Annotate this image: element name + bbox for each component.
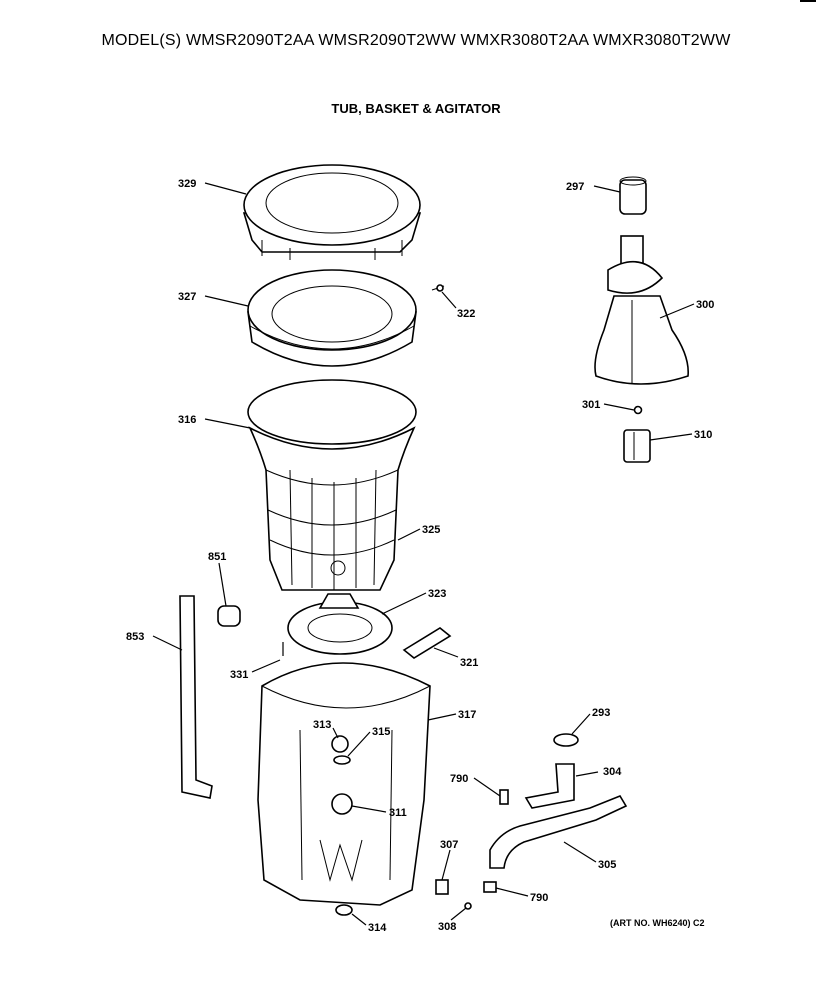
part-323-hub — [287, 593, 393, 655]
label-305: 305 — [598, 859, 616, 871]
label-329: 329 — [178, 178, 196, 190]
label-307: 307 — [440, 839, 458, 851]
part-790-clip-lower — [483, 881, 497, 893]
part-316-basket — [247, 379, 417, 591]
label-314: 314 — [368, 922, 387, 934]
label-331: 331 — [230, 669, 248, 681]
part-304-pump-hose — [524, 763, 575, 809]
label-317: 317 — [458, 709, 476, 721]
part-308-screw — [464, 902, 472, 910]
part-297-agitator-cap — [619, 176, 647, 215]
label-322: 322 — [457, 308, 475, 320]
part-853-vent-tube — [179, 595, 213, 799]
leader-lines — [152, 182, 695, 926]
label-327: 327 — [178, 291, 196, 303]
part-301-bolt — [633, 405, 643, 415]
label-325: 325 — [422, 524, 440, 536]
label-293: 293 — [592, 707, 610, 719]
label-790-upper: 790 — [450, 773, 468, 785]
part-314-seal — [335, 904, 353, 916]
label-311: 311 — [389, 807, 407, 819]
part-327-balance-ring — [247, 269, 417, 367]
part-851-knob — [217, 605, 241, 627]
part-329-tub-cover — [242, 164, 422, 260]
part-293-clamp — [553, 733, 579, 747]
label-853: 853 — [126, 631, 144, 643]
model-list: MODEL(S) WMSR2090T2AA WMSR2090T2WW WMXR3… — [101, 32, 731, 49]
art-number: (ART NO. WH6240) C2 — [610, 918, 705, 928]
label-308: 308 — [438, 921, 456, 933]
label-300: 300 — [696, 299, 714, 311]
label-297: 297 — [566, 181, 584, 193]
part-305-drain-hose — [489, 795, 628, 869]
label-301: 301 — [582, 399, 600, 411]
part-317-outer-tub — [257, 662, 431, 906]
part-307-bracket — [435, 879, 449, 895]
part-321-pad — [402, 627, 452, 659]
label-315: 315 — [372, 726, 390, 738]
label-310: 310 — [694, 429, 712, 441]
label-304: 304 — [603, 766, 622, 778]
label-316: 316 — [178, 414, 196, 426]
label-851: 851 — [208, 551, 226, 563]
corner-mark — [800, 0, 816, 2]
part-315-washer — [333, 755, 351, 765]
part-790-clip-upper — [499, 789, 509, 805]
section-title: TUB, BASKET & AGITATOR — [331, 101, 501, 116]
label-313: 313 — [313, 719, 331, 731]
part-300-agitator — [594, 235, 689, 385]
label-790-lower: 790 — [530, 892, 548, 904]
part-313-washer — [331, 735, 349, 753]
label-321: 321 — [460, 657, 478, 669]
part-311-bearing — [331, 793, 353, 815]
part-310-drive-block — [623, 429, 651, 463]
label-323: 323 — [428, 588, 446, 600]
part-322-screw — [431, 284, 445, 292]
